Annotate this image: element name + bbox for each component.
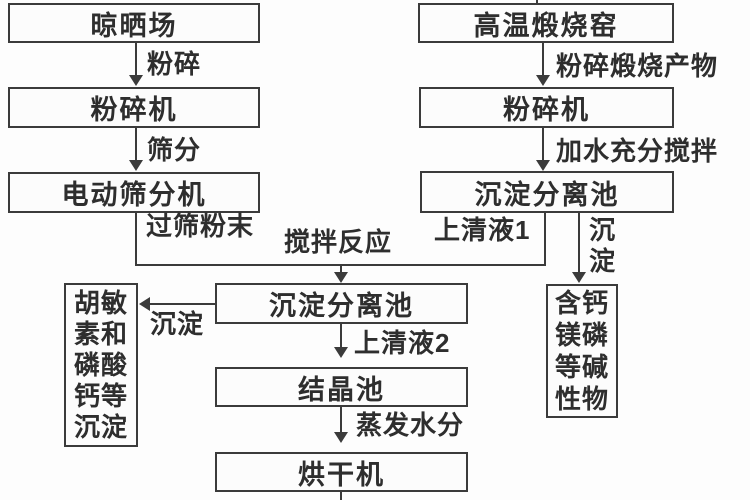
connector-mix-to-settling-mid: [340, 264, 342, 274]
edge-label-supernatant-1: 上清液1: [434, 215, 531, 245]
node-label: 含钙镁磷等碱性物: [554, 288, 609, 414]
connector-bottom-stub: [340, 492, 342, 500]
edge-label-supernatant-2: 上清液2: [354, 328, 451, 358]
node-humin-precipitate: 胡敏素和磷酸钙等沉淀: [64, 283, 138, 447]
node-label: 沉淀分离池: [269, 291, 414, 321]
connector-drying-to-crusher: [135, 43, 137, 76]
node-label: 胡敏素和磷酸钙等沉淀: [73, 287, 128, 442]
node-label: 电动筛分机: [61, 180, 207, 210]
node-kiln: 高温煅烧窑: [418, 3, 674, 43]
edge-label-sieved-powder: 过筛粉末: [146, 211, 255, 241]
node-label: 沉淀分离池: [474, 179, 620, 210]
arrowhead-down-icon: [129, 75, 143, 86]
edge-label-crush-calcined: 粉碎煅烧产物: [556, 51, 719, 81]
node-label: 粉碎机: [90, 95, 178, 125]
edge-label-stir-reaction: 搅拌反应: [284, 227, 393, 257]
connector-precipitate-right: [578, 213, 580, 273]
connector-crusher-to-sieve: [135, 128, 137, 161]
arrowhead-left-icon: [139, 297, 150, 311]
arrowhead-down-icon: [572, 272, 586, 283]
connector-settling-to-humin: [149, 303, 215, 305]
node-label: 高温煅烧窑: [473, 10, 619, 41]
edge-label-evaporate-water: 蒸发水分: [356, 410, 465, 440]
node-label: 结晶池: [298, 374, 385, 405]
node-label: 烘干机: [298, 459, 385, 490]
node-drying-field: 晾晒场: [8, 3, 260, 43]
node-dryer: 烘干机: [215, 452, 468, 492]
node-settling-pool-right: 沉淀分离池: [420, 171, 674, 213]
arrowhead-down-icon: [129, 160, 143, 171]
node-settling-pool-mid: 沉淀分离池: [215, 283, 468, 324]
arrowhead-down-icon: [536, 75, 550, 86]
arrowhead-down-icon: [334, 272, 348, 283]
node-crystallization-pool: 结晶池: [215, 367, 468, 407]
connector-crystal-to-dryer: [340, 407, 342, 434]
connector-crusher-to-settling: [542, 128, 544, 161]
arrowhead-down-icon: [334, 347, 348, 358]
node-crusher-right: 粉碎机: [419, 87, 674, 128]
node-label: 粉碎机: [503, 95, 590, 125]
edge-label-precipitate-right: 沉淀: [585, 216, 616, 278]
connector-supernatant1: [544, 213, 546, 266]
connector-kiln-to-crusher: [542, 43, 544, 76]
arrowhead-down-icon: [536, 160, 550, 171]
edge-label-precipitate-left: 沉淀: [150, 309, 205, 339]
connector-top-stub: [536, 0, 538, 4]
node-label: 晾晒场: [90, 10, 178, 41]
edge-label-sieve: 筛分: [147, 135, 202, 165]
edge-label-crush: 粉碎: [147, 49, 202, 79]
node-crusher-left: 粉碎机: [8, 87, 260, 128]
arrowhead-down-icon: [334, 432, 348, 443]
edge-label-add-water-stir: 加水充分搅拌: [556, 136, 719, 166]
node-alkaline-product: 含钙镁磷等碱性物: [546, 284, 618, 418]
connector-sieve-to-mix: [135, 213, 137, 266]
connector-supernatant2: [340, 324, 342, 349]
node-electric-sieve: 电动筛分机: [8, 172, 260, 213]
